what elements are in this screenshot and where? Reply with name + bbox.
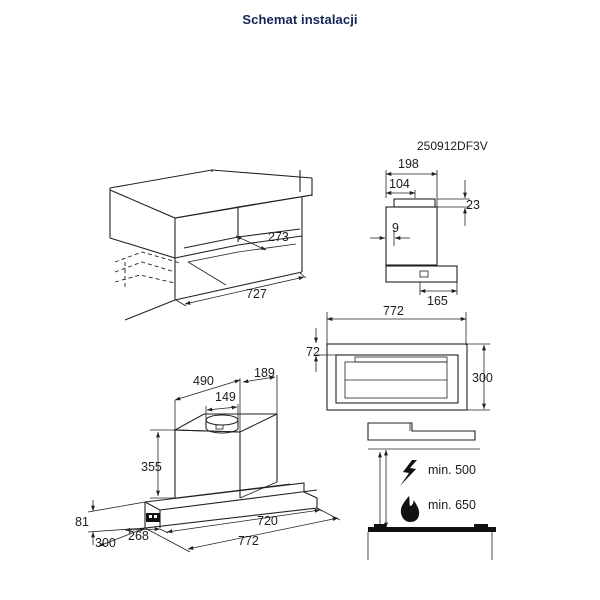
side-front-depth: 165 — [427, 294, 448, 308]
side-top-height: 23 — [466, 198, 480, 212]
inner-depth-dim: 268 — [128, 529, 149, 543]
top-depth: 300 — [472, 371, 493, 385]
outer-width-dim: 772 — [238, 534, 259, 548]
front-height-dim: 81 — [75, 515, 89, 529]
perspective-view: 490 189 149 355 81 300 — [75, 366, 341, 553]
top-width: 772 — [383, 304, 404, 318]
box-depth-dim: 189 — [254, 366, 275, 380]
gas-min-label: min. 650 — [428, 498, 476, 512]
outlet-diameter-dim: 149 — [215, 390, 236, 404]
side-chimney-depth: 104 — [389, 177, 410, 191]
side-total-depth: 198 — [398, 157, 419, 171]
cabinet-view: 273 727 — [109, 169, 313, 321]
lightning-icon — [400, 460, 417, 486]
top-front-offset: 72 — [306, 345, 320, 359]
electric-min-label: min. 500 — [428, 463, 476, 477]
cabinet-width-dim: 727 — [246, 287, 267, 301]
box-height-dim: 355 — [141, 460, 162, 474]
page-title: Schemat instalacji — [242, 12, 358, 27]
side-view: 250912DF3V 198 104 23 9 165 — [370, 139, 488, 308]
hood-depth-dim: 300 — [95, 536, 116, 550]
clearance-view: min. 500 min. 650 — [367, 422, 496, 560]
cabinet-depth-dim: 273 — [268, 230, 289, 244]
flame-icon — [400, 496, 420, 522]
top-view: 772 72 300 — [306, 304, 493, 411]
inner-width-dim: 720 — [257, 514, 278, 528]
box-width-dim: 490 — [193, 374, 214, 388]
model-code: 250912DF3V — [417, 139, 488, 153]
side-rear-offset: 9 — [392, 221, 399, 235]
